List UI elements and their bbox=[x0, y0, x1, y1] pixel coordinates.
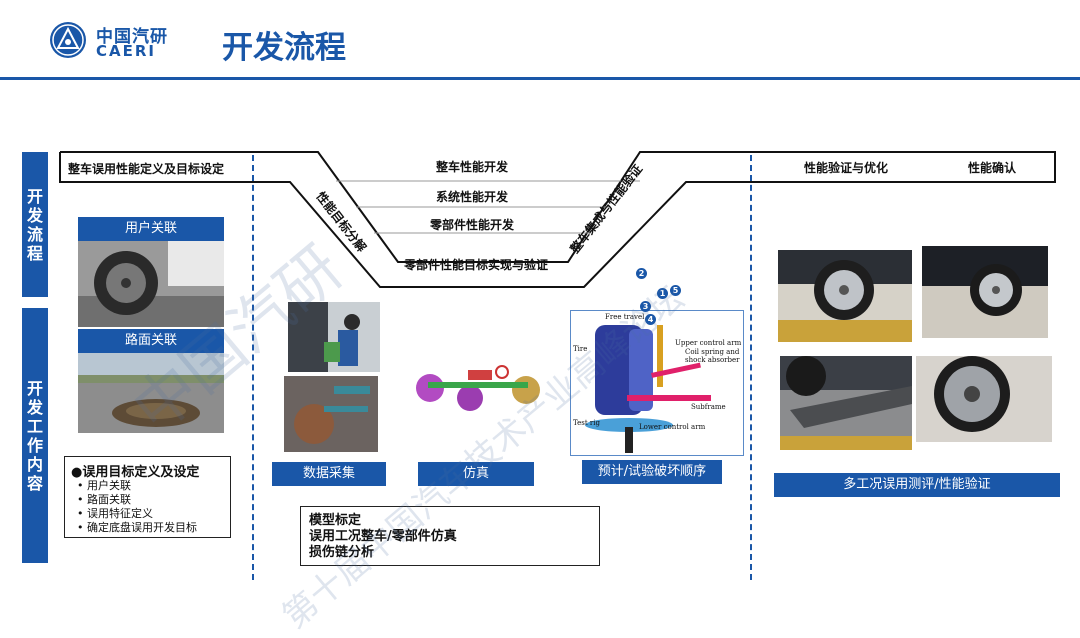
column-divider-1 bbox=[252, 155, 254, 580]
v-label-level1: 整车性能开发 bbox=[436, 160, 509, 174]
sidebar-char: 开 bbox=[26, 378, 43, 398]
label-test-rig: Test rig bbox=[573, 419, 600, 427]
list-item: • 用户关联 bbox=[77, 479, 131, 492]
simulation-model-image bbox=[408, 358, 548, 418]
page-title: 开发流程 bbox=[222, 30, 346, 66]
photo-data-collection-1 bbox=[288, 302, 380, 372]
sidebar-char: 流 bbox=[26, 224, 43, 244]
photo-wheel-user bbox=[78, 241, 224, 327]
caeri-logo-icon bbox=[50, 22, 86, 58]
v-label-level3: 零部件性能开发 bbox=[430, 218, 515, 232]
caption-failure-order: 预计/试验破坏顺序 bbox=[582, 460, 722, 484]
sidebar-char: 发 bbox=[26, 397, 43, 417]
label-coil: Coil spring and bbox=[685, 348, 740, 356]
sidebar-label-process: 开 发 流 程 bbox=[22, 152, 48, 297]
photo-test-obstacle bbox=[780, 356, 912, 450]
sidebar-char: 容 bbox=[26, 473, 43, 493]
suspension-diagram: Free travel Tire Upper control arm Coil … bbox=[570, 310, 744, 456]
sidebar-char: 工 bbox=[26, 416, 43, 436]
label-subframe: Subframe bbox=[691, 403, 726, 411]
failure-order-badge: 2 bbox=[636, 268, 647, 279]
list-item-text: 确定底盘误用开发目标 bbox=[87, 521, 197, 534]
sidebar-char: 作 bbox=[26, 435, 43, 455]
label-lower-arm: Lower control arm bbox=[639, 423, 706, 431]
header-divider bbox=[0, 77, 1080, 80]
list-item-text: 用户关联 bbox=[87, 479, 131, 492]
v-label-right-top-1: 性能验证与优化 bbox=[804, 161, 889, 175]
column-divider-2 bbox=[750, 155, 752, 580]
v-label-left-top: 整车误用性能定义及目标设定 bbox=[68, 162, 225, 176]
task-line: 损伤链分析 bbox=[309, 545, 375, 560]
sidebar-char: 程 bbox=[26, 243, 43, 263]
photo-test-curb-2 bbox=[922, 246, 1048, 338]
photo-pothole bbox=[78, 353, 224, 433]
list-item-text: 路面关联 bbox=[87, 493, 131, 506]
label-tire: Tire bbox=[573, 345, 588, 353]
brand-name-en: CAERI bbox=[96, 42, 156, 60]
target-definition-box: ●误用目标定义及设定 • 用户关联 • 路面关联 • 误用特征定义 • 确定底盘… bbox=[64, 456, 231, 538]
target-list-title: ●误用目标定义及设定 bbox=[71, 465, 200, 480]
simulation-tasks-box: 模型标定 误用工况整车/零部件仿真 损伤链分析 bbox=[300, 506, 600, 566]
list-item: • 误用特征定义 bbox=[77, 507, 153, 520]
label-shock: shock absorber bbox=[685, 356, 740, 364]
sidebar-char: 内 bbox=[26, 454, 43, 474]
caption-multi-condition-test: 多工况误用测评/性能验证 bbox=[774, 473, 1060, 497]
failure-order-badge: 4 bbox=[645, 314, 656, 325]
caption-road: 路面关联 bbox=[78, 329, 224, 353]
v-label-level2: 系统性能开发 bbox=[436, 190, 509, 204]
caption-data-collection: 数据采集 bbox=[272, 462, 386, 486]
v-label-right-top-2: 性能确认 bbox=[968, 161, 1017, 175]
suspension-diagram-drawing bbox=[585, 325, 711, 453]
failure-order-badge: 5 bbox=[670, 285, 681, 296]
v-process-diagram bbox=[59, 151, 1056, 288]
photo-data-collection-2 bbox=[284, 376, 378, 452]
failure-order-badge: 1 bbox=[657, 288, 668, 299]
photo-test-curb-1 bbox=[778, 250, 912, 342]
task-line: 误用工况整车/零部件仿真 bbox=[309, 529, 457, 544]
list-item-text: 误用特征定义 bbox=[87, 507, 153, 520]
task-line: 模型标定 bbox=[309, 513, 362, 528]
caption-simulation: 仿真 bbox=[418, 462, 534, 486]
sidebar-char: 发 bbox=[26, 205, 43, 225]
caption-user: 用户关联 bbox=[78, 217, 224, 241]
sidebar-char: 开 bbox=[26, 186, 43, 206]
sidebar-label-content: 开 发 工 作 内 容 bbox=[22, 308, 48, 563]
photo-test-wheel-damage bbox=[916, 356, 1052, 442]
failure-order-badge: 3 bbox=[640, 301, 651, 312]
list-item: • 路面关联 bbox=[77, 493, 131, 506]
v-label-bottom: 零部件性能目标实现与验证 bbox=[404, 258, 549, 272]
label-free-travel: Free travel bbox=[605, 313, 645, 321]
list-item: • 确定底盘误用开发目标 bbox=[77, 521, 197, 534]
brand-name-cn: 中国汽研 bbox=[96, 27, 168, 47]
label-upper-arm: Upper control arm bbox=[675, 339, 742, 347]
